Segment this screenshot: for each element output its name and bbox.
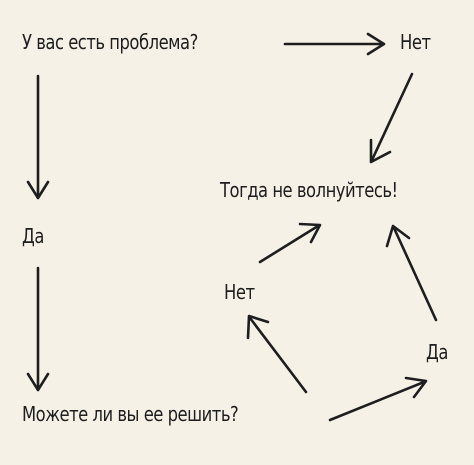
question-solve-label: Можете ли вы ее решить? <box>22 402 239 426</box>
no-middle-label: Нет <box>224 280 255 304</box>
arrow-no-top-to-dont-worry <box>369 72 414 164</box>
yes-right-label: Да <box>426 340 448 364</box>
dont-worry-label: Тогда не волнуйтесь! <box>220 178 398 202</box>
arrow-question-to-no-top <box>283 32 386 56</box>
arrow-question-to-yes-left <box>26 74 50 200</box>
question-problem-label: У вас есть проблема? <box>22 30 198 54</box>
arrow-question-solve-to-yes-right <box>328 376 428 422</box>
arrow-yes-left-to-question-solve <box>26 266 50 392</box>
yes-left-label: Да <box>22 224 44 248</box>
arrow-no-middle-to-dont-worry <box>258 222 322 264</box>
no-top-label: Нет <box>400 30 431 54</box>
arrow-question-solve-to-no-middle <box>246 314 308 394</box>
arrow-yes-right-to-dont-worry <box>385 224 438 322</box>
